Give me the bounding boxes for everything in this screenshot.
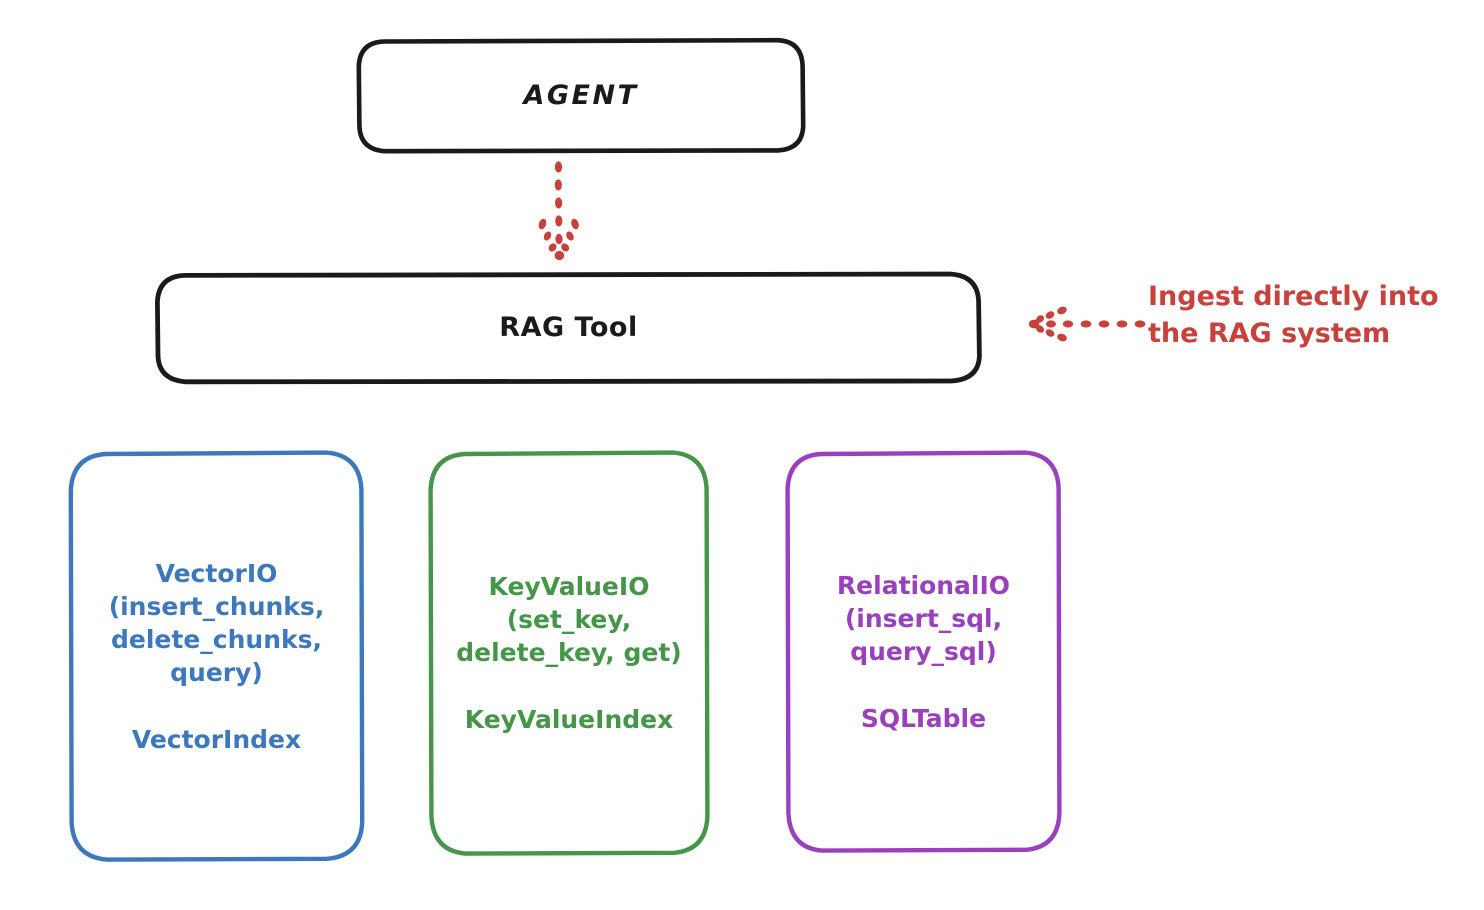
- vector-index-label: VectorIndex: [131, 724, 302, 754]
- dotted-down-arrow-icon: [520, 160, 610, 265]
- keyvalue-index-label: KeyValueIndex: [464, 705, 674, 734]
- node-vector-io[interactable]: VectorIO (insert_chunks, delete_chunks, …: [68, 450, 365, 862]
- rag-tool-label: RAG Tool: [499, 312, 638, 343]
- ingest-annotation: Ingest directly into the RAG system: [1148, 281, 1439, 350]
- node-relational-io[interactable]: RelationalIO (insert_sql, query_sql) SQL…: [785, 450, 1062, 853]
- relational-index-label: SQLTable: [860, 703, 987, 733]
- node-rag-tool[interactable]: RAG Tool: [155, 271, 982, 385]
- vector-api-label: VectorIO (insert_chunks, delete_chunks, …: [108, 558, 325, 687]
- keyvalue-api-label: KeyValueIO (set_key, delete_key, get): [456, 572, 682, 667]
- dotted-left-arrow-icon: [1018, 300, 1150, 348]
- relational-api-label: RelationalIO (insert_sql, query_sql): [836, 570, 1011, 666]
- node-agent[interactable]: AGENT: [356, 37, 806, 154]
- node-key-value-io[interactable]: KeyValueIO (set_key, delete_key, get) Ke…: [428, 450, 710, 856]
- agent-label: AGENT: [523, 80, 639, 111]
